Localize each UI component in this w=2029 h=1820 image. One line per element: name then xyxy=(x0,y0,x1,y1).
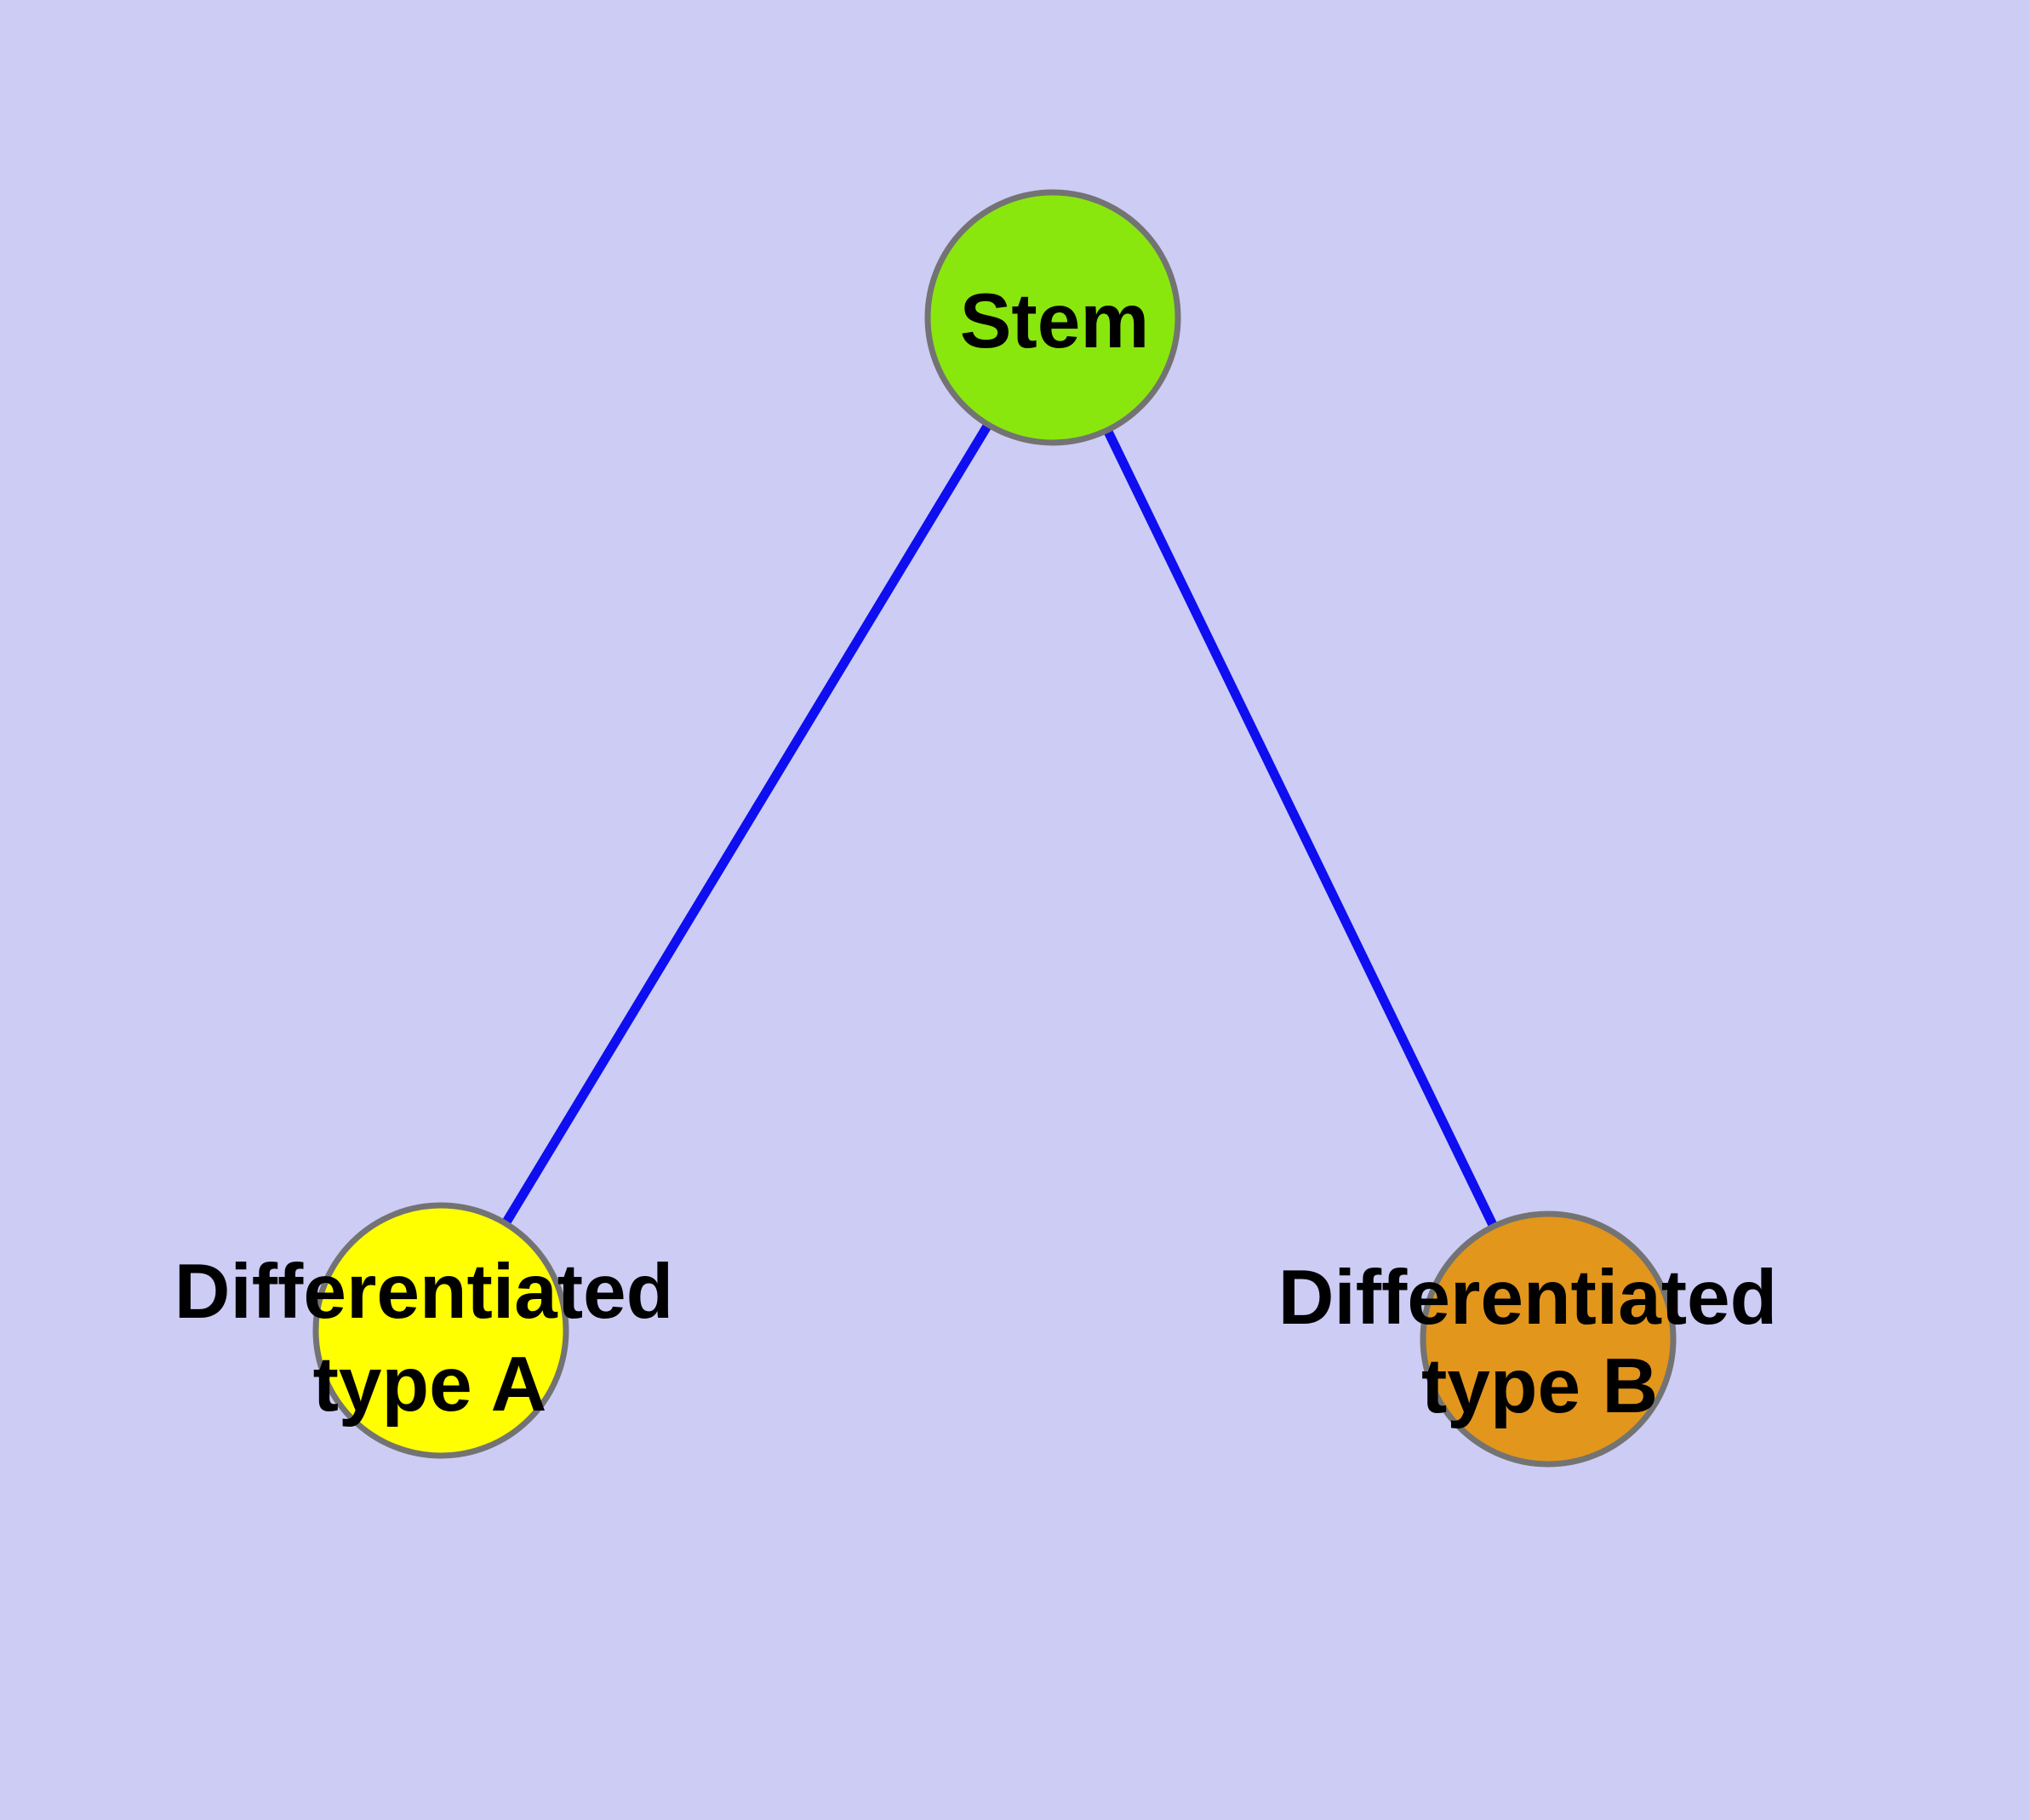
node-stem xyxy=(924,189,1181,446)
node-type-a-label-line1: Differentiated xyxy=(174,1249,674,1335)
node-type-b-label-line1: Differentiated xyxy=(1278,1255,1778,1341)
edge-stem-to-type-b xyxy=(1049,315,1552,1342)
node-type-b-label-line2: type B xyxy=(1421,1343,1658,1429)
node-type-a-label-line2: type A xyxy=(313,1342,547,1428)
node-differentiated-type-a xyxy=(312,1202,569,1459)
edge-stem-to-type-a xyxy=(437,315,1057,1333)
node-stem-label: Stem xyxy=(960,278,1150,364)
node-differentiated-type-b xyxy=(1420,1210,1677,1468)
